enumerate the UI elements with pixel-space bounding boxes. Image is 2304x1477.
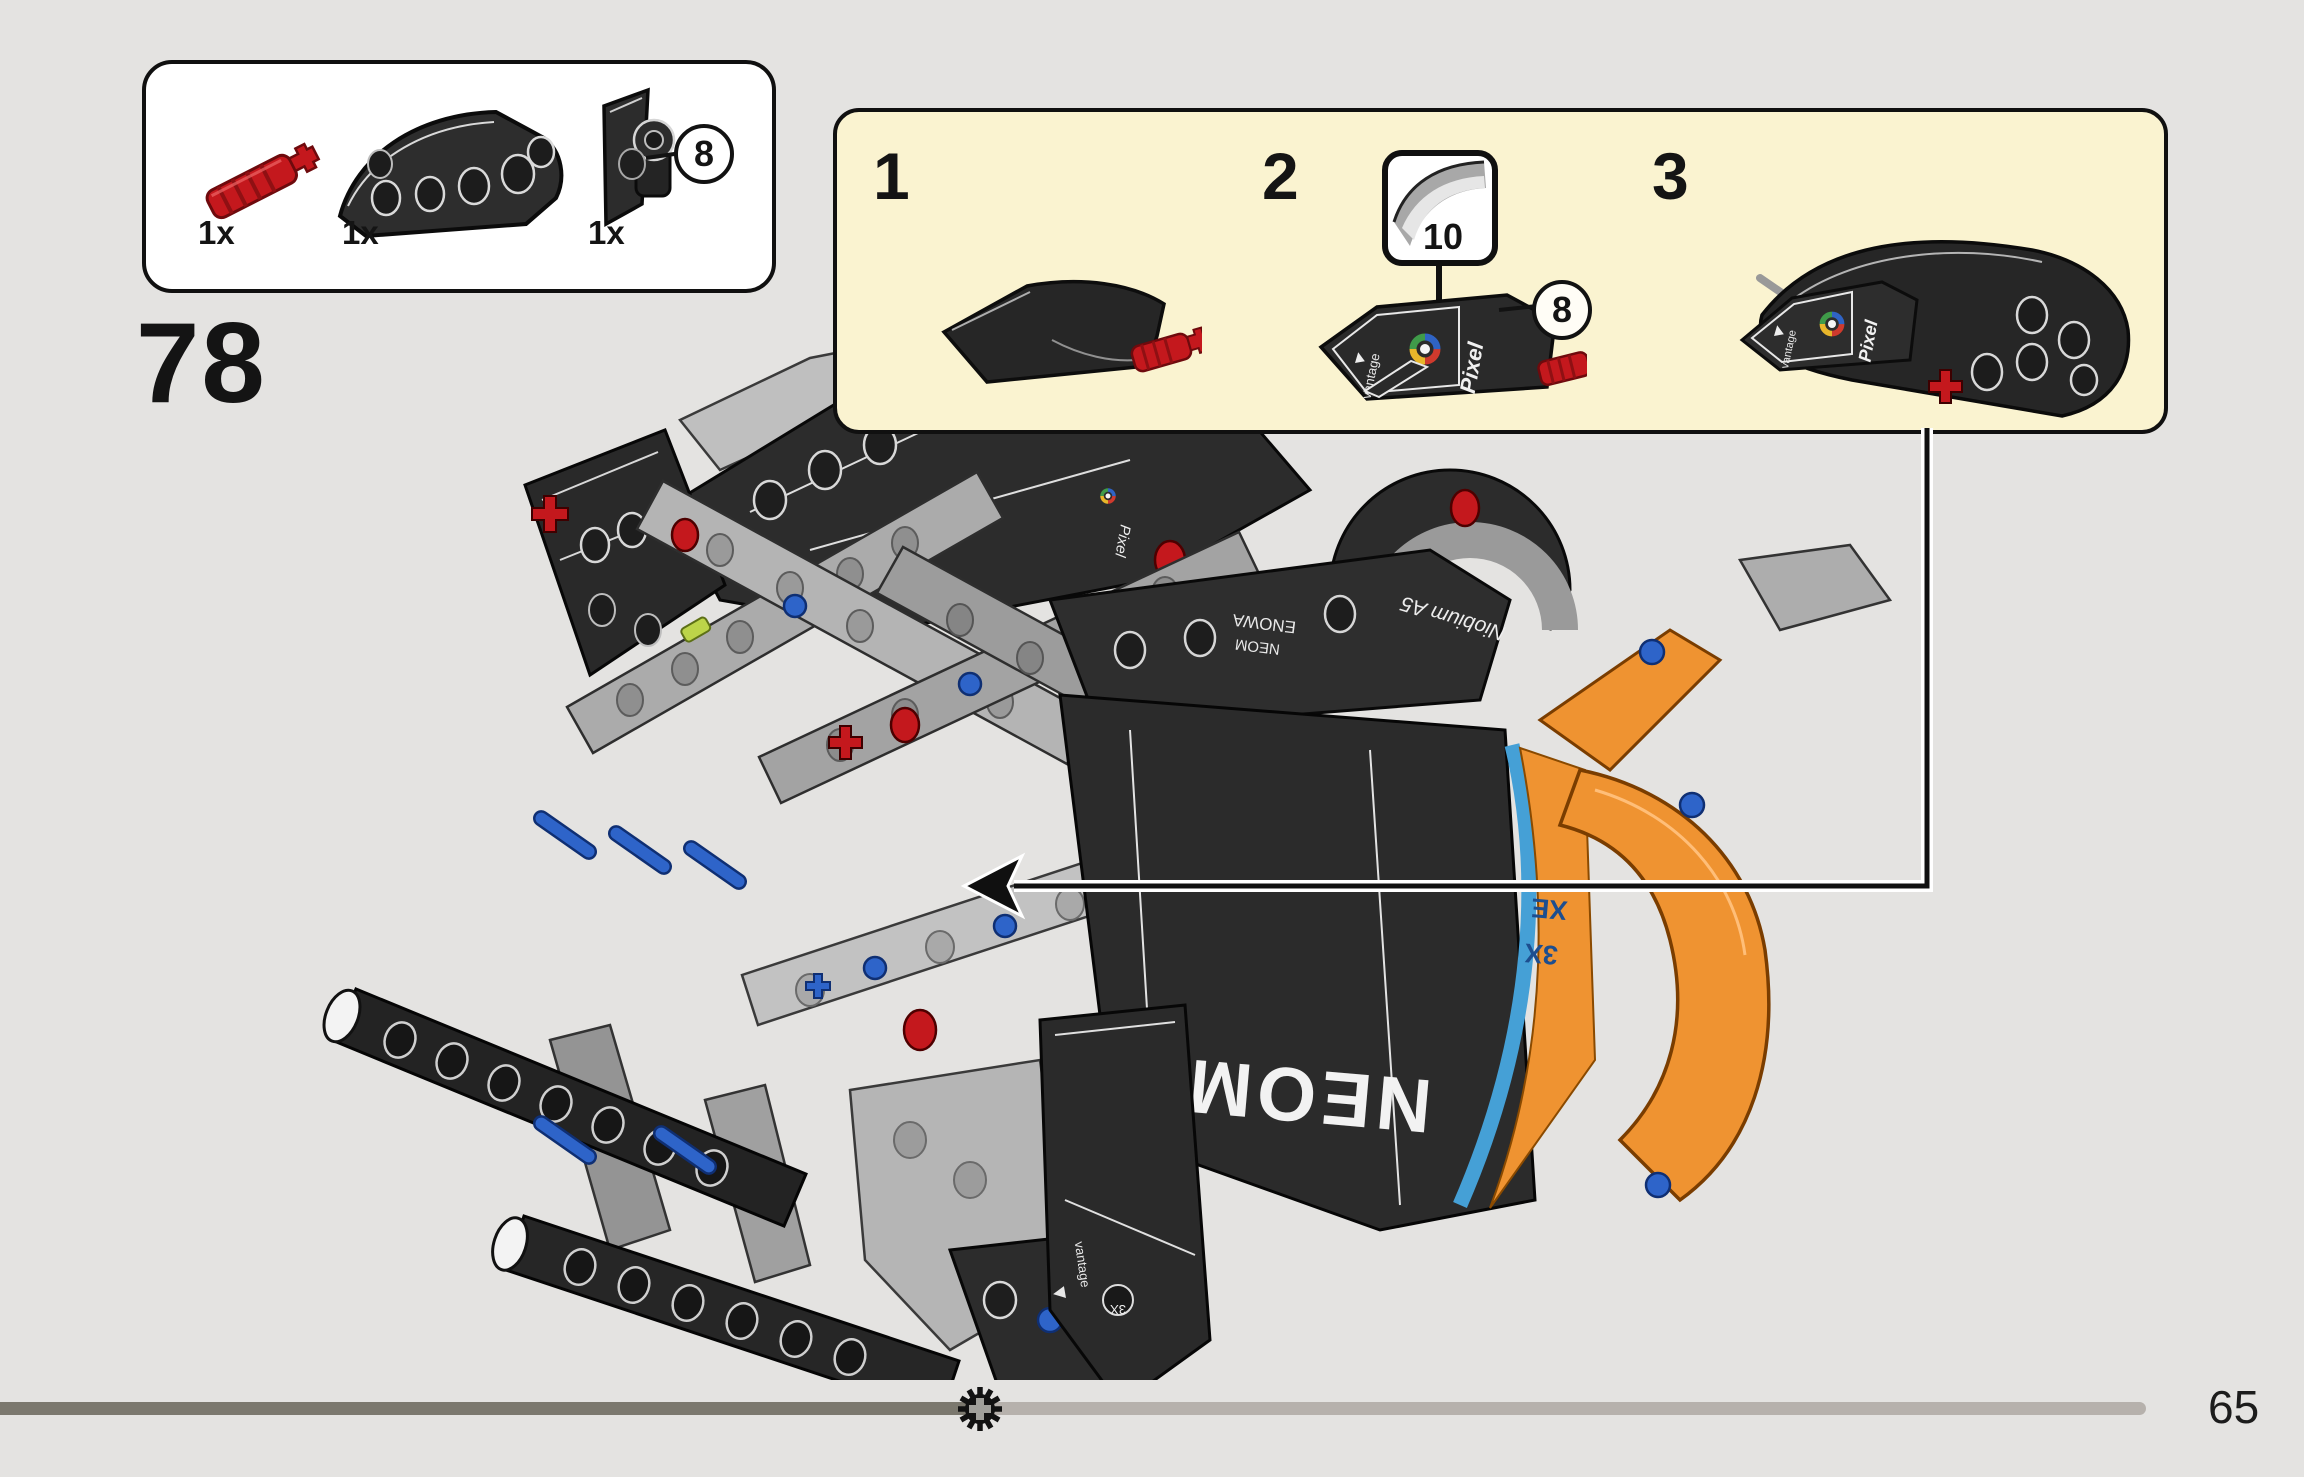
substeps-panel: 1 2 3 10 [833, 108, 2168, 434]
progress-bar-remaining [978, 1402, 2146, 1415]
part-number-badge-text: 8 [693, 133, 715, 174]
sticker-peel-graphic [1392, 160, 1486, 246]
part-black-curved-panel-beam [337, 109, 564, 239]
part-black-pin-connector-plate [602, 87, 676, 227]
substep-label-2: 2 [1262, 139, 1299, 213]
sticker-vantage-model-text: vantage [1072, 1240, 1093, 1288]
blue-pins [532, 810, 748, 1175]
sticker-number: 10 [1422, 216, 1464, 257]
part-red-axle-connector [205, 142, 321, 220]
main-model-illustration: ENOWA NEOM Niobium A5 NEOM XE 3X Pixel [322, 300, 1893, 1380]
substep3-part: vantage Pixel [1739, 240, 2131, 418]
substep-label-3: 3 [1652, 139, 1689, 213]
sticker-10-icon: 10 [1382, 150, 1498, 266]
page-number: 65 [2208, 1381, 2260, 1433]
part-number-badge: 8 [674, 124, 734, 184]
substep1-part [941, 279, 1202, 384]
foreground-pieces: 3X vantage [848, 1003, 1212, 1380]
part-count: 1x [342, 214, 379, 251]
substep2-part: vantage Pixel [1318, 293, 1587, 401]
sticker-threex-badge-text: 3X [1110, 1302, 1126, 1317]
runner-beams [322, 810, 961, 1380]
sticker-threex-text: 3X [1523, 938, 1559, 971]
progress-bar-done [0, 1402, 978, 1415]
step-number: 78 [136, 300, 267, 427]
parts-callout-box: 1x 1x 1x 8 [142, 60, 776, 293]
substep-label-1: 1 [873, 139, 910, 213]
substep-part-number-badge: 8 [1532, 280, 1592, 340]
substep-badge-text: 8 [1551, 289, 1573, 330]
part-count: 1x [198, 214, 235, 251]
part-count: 1x [588, 214, 625, 251]
gear-icon [958, 1387, 1002, 1431]
sticker-xe-text: XE [1530, 892, 1569, 925]
pixel-logo [1409, 333, 1441, 365]
pixel-logo [1819, 311, 1845, 337]
